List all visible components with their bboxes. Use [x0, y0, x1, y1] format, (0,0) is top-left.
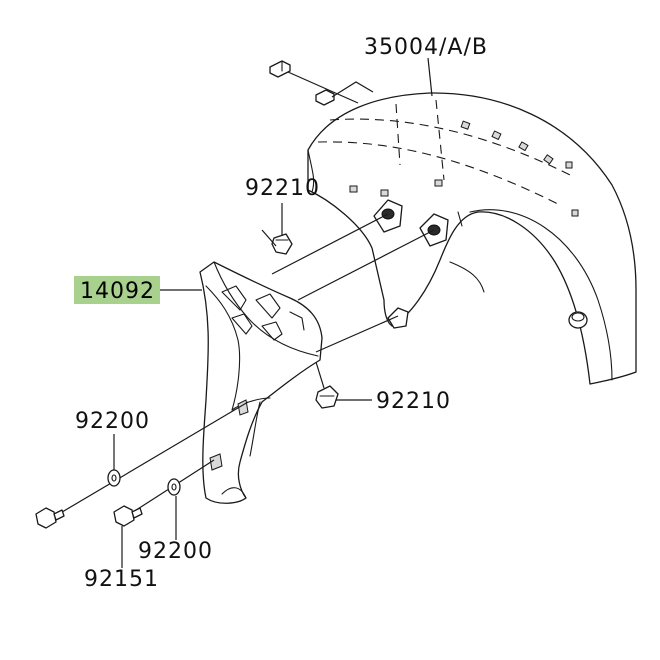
- washer-icon: [107, 469, 121, 487]
- clip-nut-icon: [271, 233, 293, 255]
- bolt-icon: [113, 505, 143, 527]
- callout-washer-right: 92200: [138, 539, 213, 564]
- callout-washer-left: 92200: [75, 409, 150, 434]
- clip-nut-icon: [315, 385, 339, 409]
- callout-rear-fender: 35004/A/B: [364, 35, 488, 60]
- callout-cover: 14092: [80, 279, 155, 304]
- fender-mount-boss-lower: [387, 307, 409, 329]
- bolt-icon: [269, 60, 291, 78]
- washer-icon: [167, 478, 181, 496]
- callout-cover-highlight: 14092: [74, 276, 160, 304]
- callout-clip-lower: 92210: [376, 389, 451, 414]
- callout-clip-upper: 92210: [245, 176, 320, 201]
- front-fender: [307, 92, 637, 385]
- callout-bolt: 92151: [84, 567, 159, 592]
- bolt-icon: [35, 507, 65, 529]
- bolt-icon: [315, 89, 335, 106]
- fender-cover: [199, 261, 323, 504]
